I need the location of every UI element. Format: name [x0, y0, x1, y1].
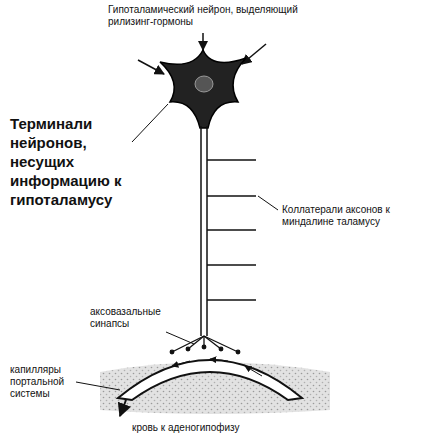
blood-label: кровь к аденогипофизу [132, 422, 332, 434]
flow-arrows [172, 359, 262, 376]
axon-collaterals [207, 160, 256, 300]
blood-arrow [120, 400, 126, 416]
synapse-label: аксовазальные синапсы [90, 306, 172, 330]
leader-line [166, 332, 194, 344]
leader-line [132, 104, 168, 142]
nucleus [195, 76, 213, 92]
terminal-arrow [242, 44, 266, 64]
neuron-caption: Гипоталамический нейрон, выделяющий рили… [108, 4, 323, 28]
neuron-body [160, 50, 246, 128]
leader-line [76, 382, 120, 390]
leader-line [258, 196, 278, 210]
terminals-label: Терминали нейронов, несущих информацию к… [10, 114, 142, 209]
collaterals-label: Коллатерали аксонов к миндалине таламусу [282, 204, 394, 228]
axon [206, 126, 208, 336]
capillary-label: капилляры портальной системы [10, 364, 76, 400]
portal-capillary [118, 360, 302, 400]
pointer-arrow [202, 33, 204, 50]
axon [200, 126, 202, 336]
